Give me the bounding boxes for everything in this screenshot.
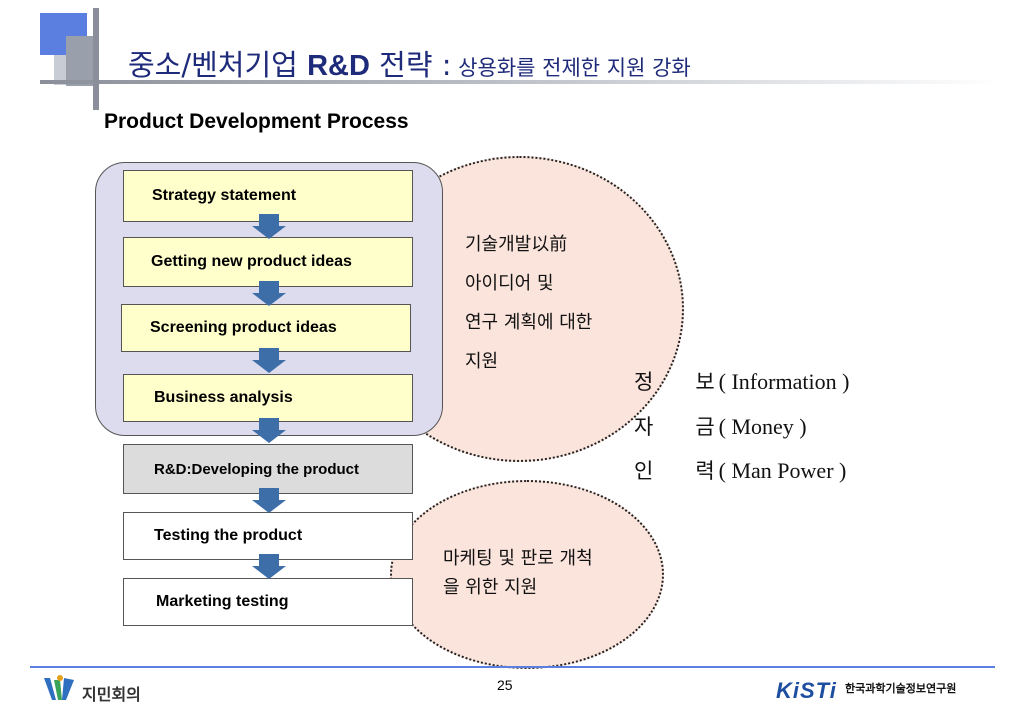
text-line: 마케팅 및 판로 개척 (443, 548, 593, 569)
step-box-business: Business analysis (123, 374, 413, 422)
footer-divider (30, 666, 995, 668)
step-label: Getting new product ideas (151, 253, 352, 270)
step-label: R&D:Developing the product (154, 460, 359, 478)
left-logo-text: 지민회의 (82, 685, 141, 704)
support-after-text: 마케팅 및 판로 개척 을 위한 지원 (443, 544, 593, 602)
kisti-logo: KiSTi (776, 678, 837, 703)
header-divider (40, 80, 1000, 84)
step-label: Strategy statement (152, 187, 297, 204)
step-box-rnd: R&D:Developing the product (123, 444, 413, 494)
resource-char: 자 (634, 415, 654, 439)
step-box-marketing: Marketing testing (123, 578, 413, 626)
down-arrow-icon (252, 488, 286, 514)
resource-money: 자 금( Money ) (634, 411, 807, 441)
resource-char: 금 (695, 415, 715, 439)
down-arrow-icon (252, 214, 286, 240)
support-after-circle (390, 480, 664, 669)
step-label: Screening product ideas (150, 319, 337, 336)
text-line: 연구 계획에 대한 (465, 312, 593, 333)
step-label: Marketing testing (156, 593, 289, 610)
resource-char: 정 (634, 370, 654, 394)
down-arrow-icon (252, 554, 286, 580)
resource-char: 인 (634, 459, 654, 483)
resource-char: 보 (695, 370, 715, 394)
section-heading: Product Development Process (104, 110, 409, 133)
step-label: Testing the product (154, 527, 303, 544)
down-arrow-icon (252, 281, 286, 307)
step-box-ideas: Getting new product ideas (123, 237, 413, 287)
resource-information: 정 보( Information ) (634, 366, 849, 396)
slide-title: 중소/벤처기업 R&D 전략 : 상용화를 전제한 지원 강화 (128, 42, 691, 84)
header-divider (93, 8, 99, 110)
title-prefix: 중소/벤처기업 (128, 48, 308, 82)
down-arrow-icon (252, 418, 286, 444)
resource-label: ( Man Power ) (718, 458, 847, 483)
resource-label: ( Money ) (718, 414, 807, 439)
page-number: 25 (497, 677, 513, 693)
step-box-testing: Testing the product (123, 512, 413, 560)
title-sub: 상용화를 전제한 지원 강화 (451, 56, 691, 80)
step-label: Business analysis (154, 389, 293, 406)
support-before-text: 기술개발以前 아이디어 및 연구 계획에 대한 지원 (465, 225, 592, 381)
resource-manpower: 인 력( Man Power ) (634, 455, 846, 485)
text-line: 아이디어 및 (465, 273, 554, 294)
title-bold: R&D (307, 50, 370, 82)
step-box-screening: Screening product ideas (121, 304, 411, 352)
text-line: 지원 (465, 351, 499, 372)
text-line: 기술개발以前 (465, 234, 568, 255)
left-logo-icon (42, 674, 78, 704)
down-arrow-icon (252, 348, 286, 374)
kisti-logo-name: 한국과학기술정보연구원 (845, 682, 957, 695)
header-decoration-square (66, 36, 98, 86)
title-mid: 전략 : (369, 48, 452, 82)
resource-label: ( Information ) (718, 369, 850, 394)
text-line: 을 위한 지원 (443, 577, 538, 598)
resource-char: 력 (695, 459, 715, 483)
